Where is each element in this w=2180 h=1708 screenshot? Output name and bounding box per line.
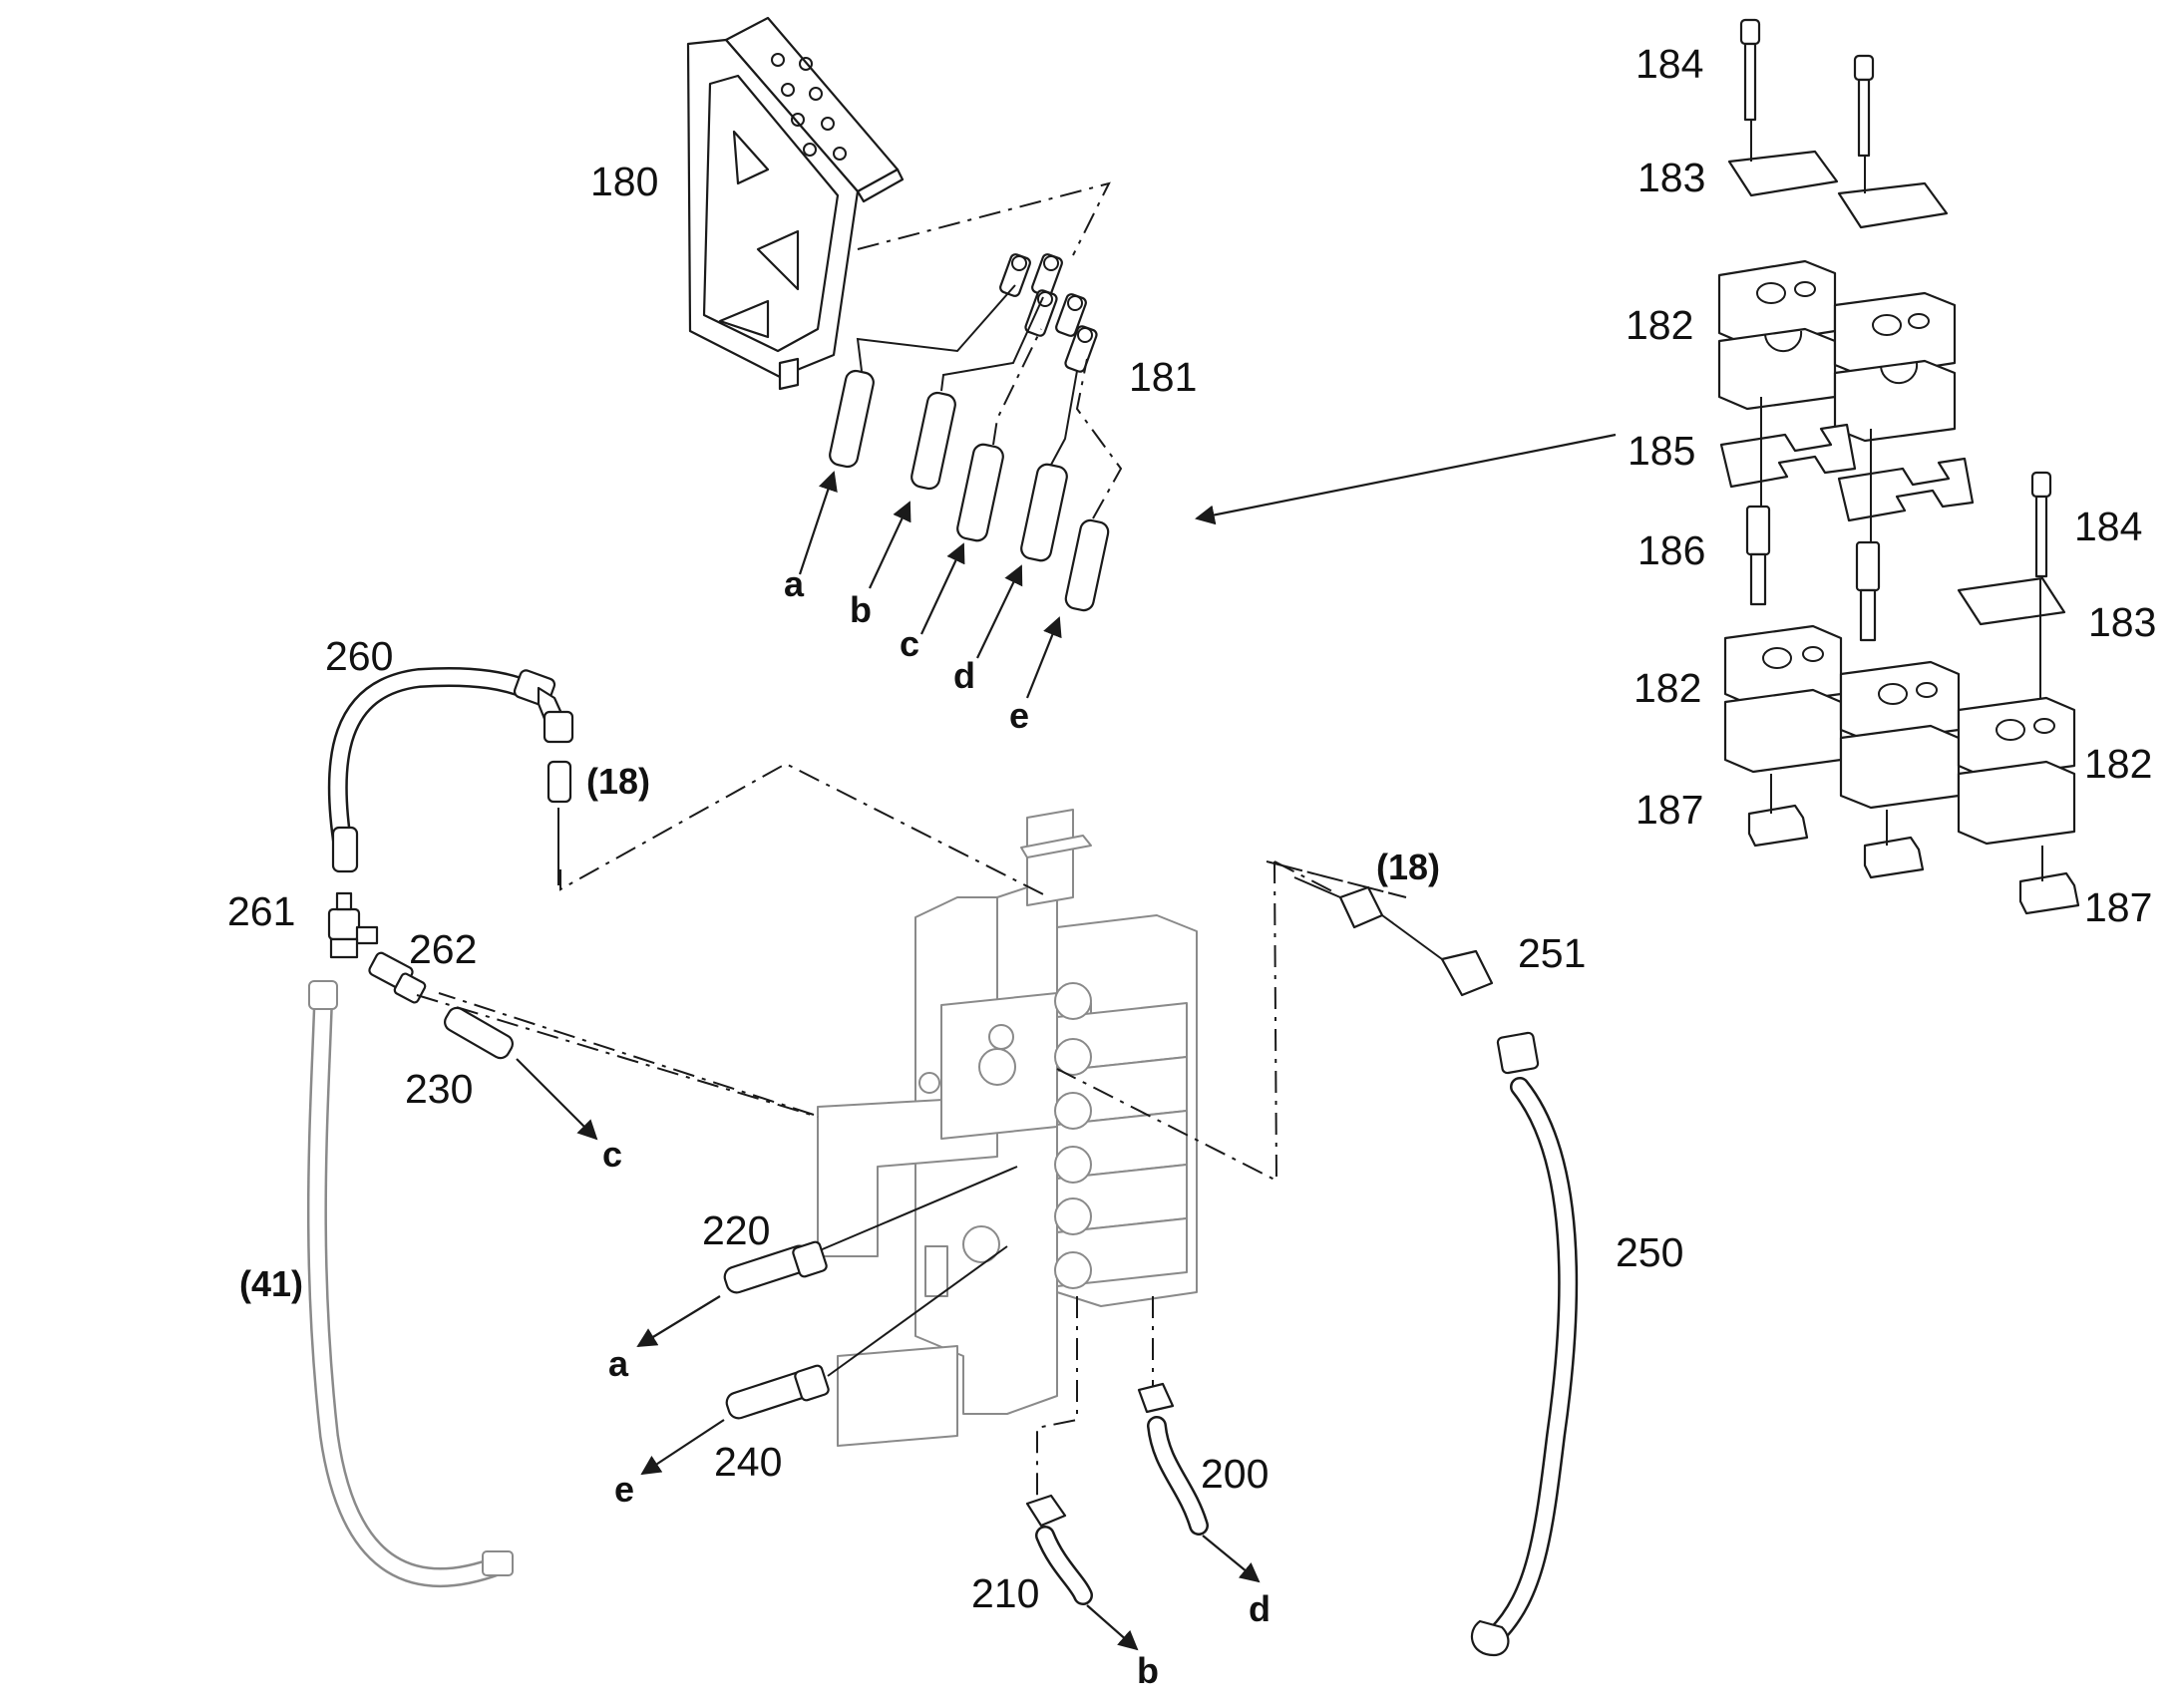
valve-block bbox=[817, 809, 1198, 1447]
hose-260 bbox=[327, 666, 574, 885]
letter-b-top: b bbox=[850, 589, 872, 630]
letter-d-bottom: d bbox=[1249, 1588, 1271, 1629]
label-186: 186 bbox=[1637, 527, 1705, 573]
letter-a-top: a bbox=[784, 563, 805, 604]
letter-a-bottom: a bbox=[608, 1343, 629, 1384]
label-187-left: 187 bbox=[1635, 787, 1703, 833]
reference-labels: (18) (18) (41) bbox=[239, 761, 1440, 1304]
ref-41: (41) bbox=[239, 1263, 303, 1304]
label-262: 262 bbox=[409, 926, 477, 972]
hose-200 bbox=[1137, 1382, 1261, 1583]
leaders-upper bbox=[798, 181, 1617, 699]
label-200: 200 bbox=[1201, 1451, 1269, 1497]
clamp-assembly bbox=[1717, 18, 2080, 915]
label-250: 250 bbox=[1616, 1229, 1683, 1275]
label-187-right: 187 bbox=[2084, 884, 2152, 930]
label-240: 240 bbox=[714, 1439, 782, 1485]
label-182-mid: 182 bbox=[1634, 665, 1701, 711]
label-182-top: 182 bbox=[1626, 302, 1693, 348]
bracket-180 bbox=[686, 16, 905, 391]
hose-210 bbox=[1025, 1494, 1139, 1651]
letter-e-bottom: e bbox=[614, 1469, 634, 1510]
label-220: 220 bbox=[702, 1207, 770, 1253]
letter-c-top: c bbox=[900, 623, 919, 664]
label-183-top: 183 bbox=[1637, 155, 1705, 200]
ref-18-right: (18) bbox=[1376, 847, 1440, 887]
letter-b-bottom: b bbox=[1137, 1650, 1159, 1691]
tee-261 bbox=[327, 891, 379, 959]
label-230: 230 bbox=[405, 1066, 473, 1112]
label-180: 180 bbox=[590, 159, 658, 204]
letter-c-bottom: c bbox=[602, 1134, 622, 1175]
label-182-right: 182 bbox=[2084, 741, 2152, 787]
label-183-right: 183 bbox=[2088, 599, 2156, 645]
label-185: 185 bbox=[1628, 428, 1695, 474]
hose-250 bbox=[1273, 860, 1579, 1657]
letter-e-top: e bbox=[1009, 695, 1029, 736]
letter-d-top: d bbox=[953, 655, 975, 696]
hose-41 bbox=[306, 980, 514, 1587]
label-260: 260 bbox=[325, 633, 393, 679]
hose-stubs-upper bbox=[829, 369, 1110, 612]
fittings-181 bbox=[999, 253, 1098, 373]
part-number-labels: 180 181 184 183 182 185 186 184 183 182 … bbox=[227, 41, 2156, 1616]
ref-18-left: (18) bbox=[586, 761, 650, 802]
adapter-262 bbox=[368, 951, 427, 1004]
label-210: 210 bbox=[971, 1570, 1039, 1616]
hose-240 bbox=[640, 1364, 830, 1476]
hose-220 bbox=[636, 1240, 828, 1348]
label-184-top: 184 bbox=[1635, 41, 1703, 87]
connection-letters: a b c d e a b c d e bbox=[602, 563, 1271, 1691]
label-261: 261 bbox=[227, 888, 295, 934]
label-251: 251 bbox=[1518, 930, 1586, 976]
label-181: 181 bbox=[1129, 354, 1197, 400]
leaders-block bbox=[438, 762, 1407, 1496]
hose-230 bbox=[416, 994, 819, 1141]
label-184-right: 184 bbox=[2074, 504, 2142, 549]
